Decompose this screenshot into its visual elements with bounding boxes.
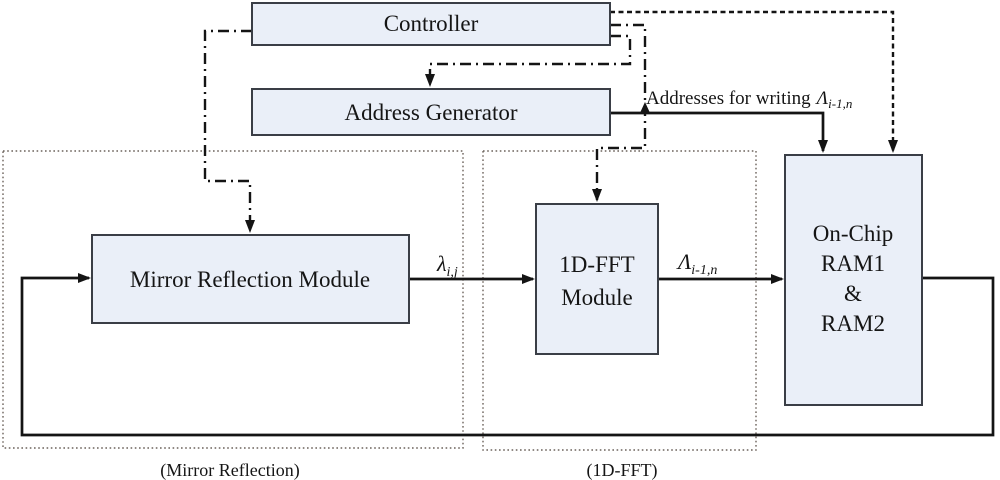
addressgen-to-ram-line xyxy=(610,111,828,153)
onchip-ram-box xyxy=(784,154,923,406)
fft-module-label-line1: 1D-FFT xyxy=(559,252,634,277)
controller-to-mirror-dashdot-line xyxy=(203,29,255,233)
feedback-loop-line xyxy=(20,273,995,437)
fft-region-caption: (1D-FFT) xyxy=(587,460,658,480)
mirror-reflection-region xyxy=(2,150,464,449)
controller-to-addressgen-dashdot-line xyxy=(425,34,632,87)
ram-label-line2: RAM1 xyxy=(821,251,885,276)
controller-to-fft-dashdot-line xyxy=(592,23,647,202)
ram-label-line1: On-Chip xyxy=(813,221,894,246)
ram-label-line4: RAM2 xyxy=(821,311,885,336)
controller-label: Controller xyxy=(384,11,479,36)
mirror-reflection-module-box xyxy=(91,234,410,324)
mirror-region-caption: (Mirror Reflection) xyxy=(160,460,299,480)
lambda-ij-signal-label: λi,j xyxy=(436,251,458,280)
fft-module-box xyxy=(535,203,659,355)
mirror-reflection-module-label: Mirror Reflection Module xyxy=(130,267,370,292)
up-arrowhead-at-address-line-icon xyxy=(639,102,651,114)
lambda-big-signal-label: Λi-1,n xyxy=(676,249,717,278)
fft-module-label-line2: Module xyxy=(561,285,633,310)
address-generator-label: Address Generator xyxy=(344,100,517,125)
controller-box xyxy=(251,2,611,46)
address-generator-box xyxy=(251,88,611,136)
ram-label-line3: & xyxy=(844,281,862,306)
controller-to-ram-dashed-line xyxy=(610,10,898,153)
